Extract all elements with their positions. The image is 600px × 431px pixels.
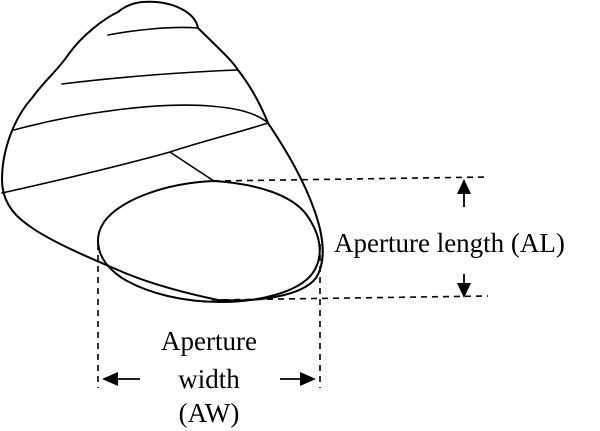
al-top-reference-line [213,176,489,182]
suture-line-5 [169,151,215,182]
suture-line-3 [13,104,269,131]
suture-line-2 [61,69,239,85]
aw-arrow-left-head [102,372,118,386]
suture-line-4 [1,122,269,194]
al-arrow-up-head [457,179,471,194]
al-arrow-down-head [457,283,471,298]
aperture-width-label-line1: Aperture [161,326,257,356]
shell-outline [1,0,324,302]
aw-arrow-right-head [300,372,316,386]
aperture-width-label-line3: (AW) [179,398,240,428]
al-bottom-reference-line [211,295,489,301]
aperture-width-label-line2: width [178,364,240,394]
suture-line-1 [107,26,199,36]
aperture-outline [97,180,321,303]
aperture-length-label: Aperture length (AL) [334,228,565,258]
